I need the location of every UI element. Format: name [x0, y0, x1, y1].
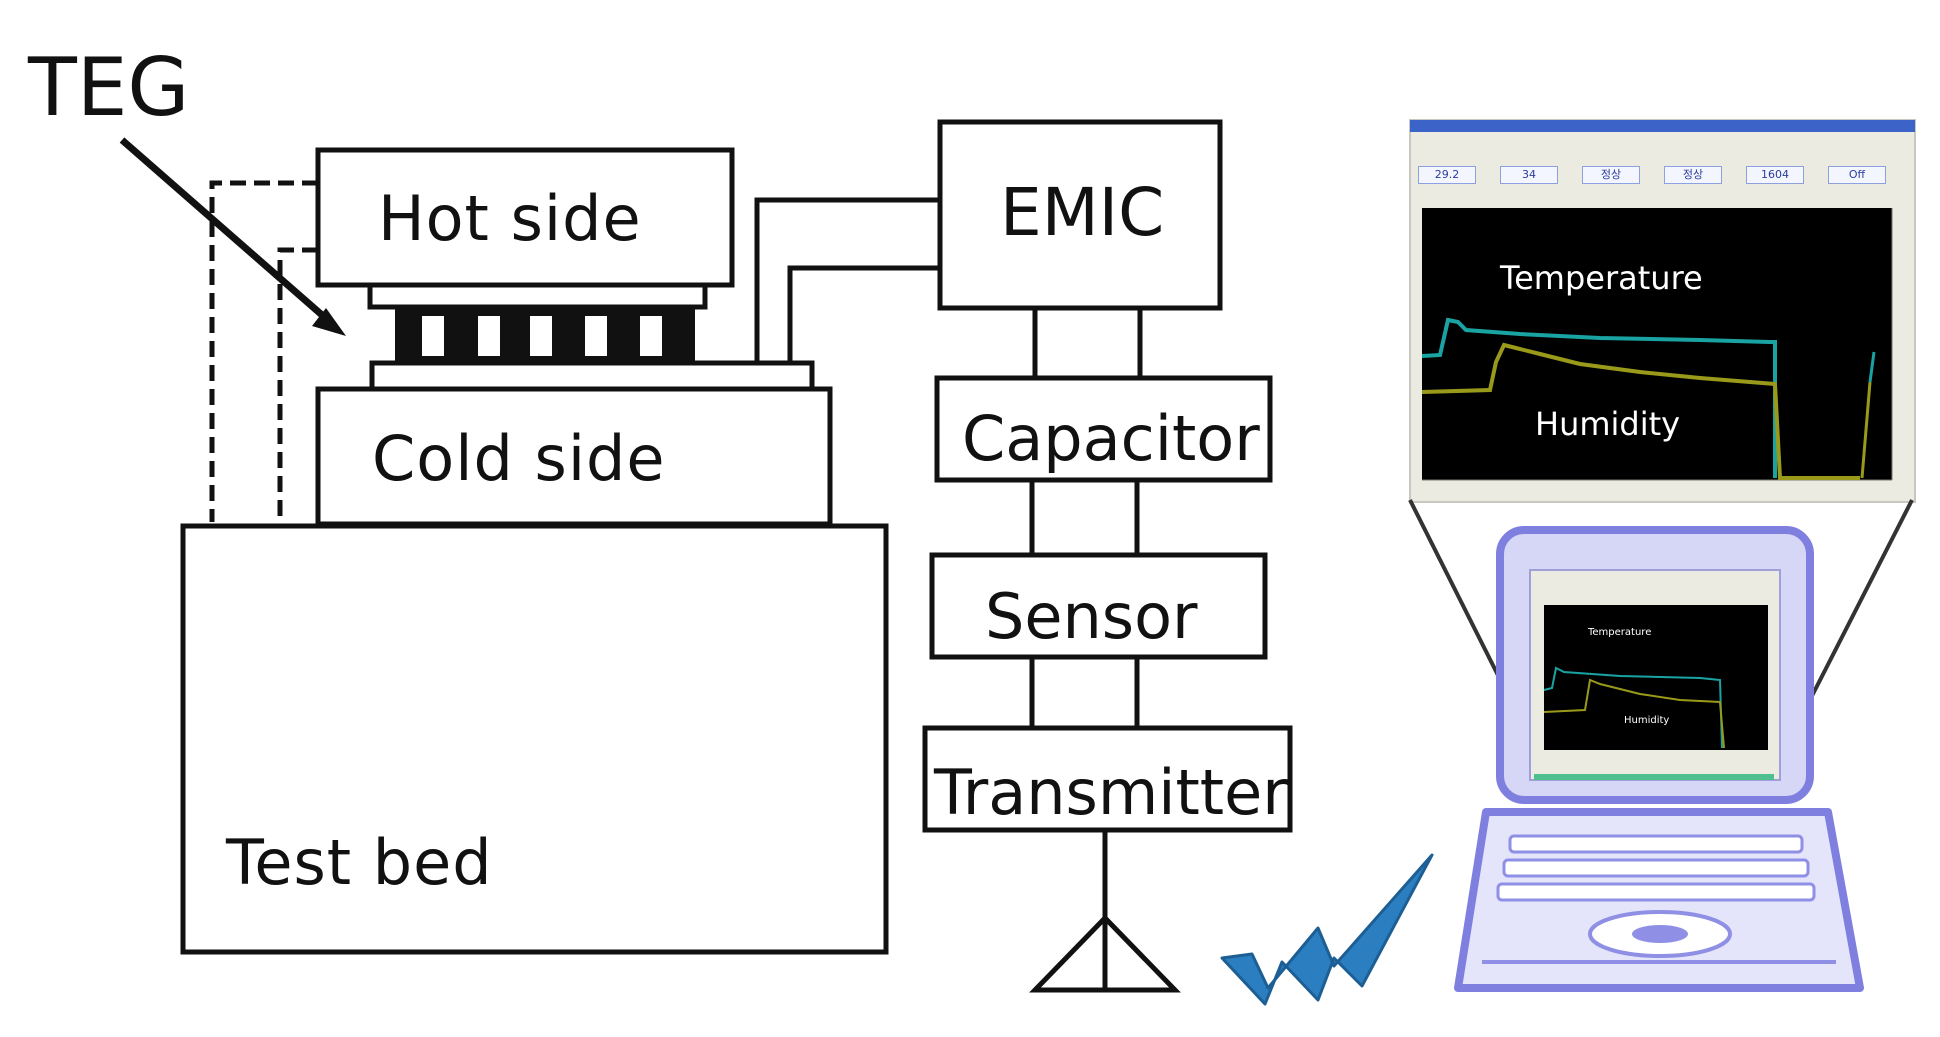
- humidity-label: Humidity: [1535, 405, 1681, 443]
- teg-emic-wires: [754, 197, 940, 363]
- dashed-leads: [209, 180, 318, 522]
- temperature-label: Temperature: [1500, 259, 1703, 297]
- lightning-bolt-icon: [1220, 853, 1434, 1006]
- monitor-header-value-1: 29.2: [1418, 166, 1476, 184]
- capacitor-label: Capacitor: [962, 402, 1260, 475]
- antenna-icon: [1029, 830, 1181, 993]
- monitor-header-value-4: 정상: [1664, 166, 1722, 184]
- test-bed-box: [180, 523, 889, 955]
- laptop-temperature-label: Temperature: [1588, 627, 1652, 638]
- capacitor-sensor-wires: [1029, 480, 1140, 555]
- sensor-label: Sensor: [985, 580, 1198, 653]
- emic-box: [937, 119, 1223, 311]
- sensor-transmitter-wires: [1029, 657, 1140, 728]
- teg-label: TEG: [28, 41, 190, 134]
- monitor-header-value-6: Off: [1828, 166, 1886, 184]
- cold-side-label: Cold side: [372, 422, 666, 495]
- emic-label: EMIC: [1000, 174, 1165, 251]
- sensor-box: [929, 552, 1268, 660]
- monitor-header-value-2: 34: [1500, 166, 1558, 184]
- temperature-trace: [1421, 317, 1777, 478]
- humidity-trace: [1421, 342, 1860, 480]
- test-bed-label: Test bed: [226, 826, 493, 899]
- hot-side-label: Hot side: [378, 182, 642, 255]
- laptop-humidity-label: Humidity: [1624, 715, 1670, 726]
- laptop-icon: [1454, 526, 1864, 992]
- teg-arrow: [119, 137, 346, 336]
- capacitor-box: [934, 375, 1273, 483]
- emic-capacitor-wires: [1032, 308, 1143, 378]
- teg-module: [367, 282, 815, 392]
- transmitter-label: Transmitter: [934, 756, 1288, 829]
- monitor-header-value-5: 1604: [1746, 166, 1804, 184]
- hot-side-box: [315, 147, 735, 288]
- monitor-header-value-3: 정상: [1582, 166, 1640, 184]
